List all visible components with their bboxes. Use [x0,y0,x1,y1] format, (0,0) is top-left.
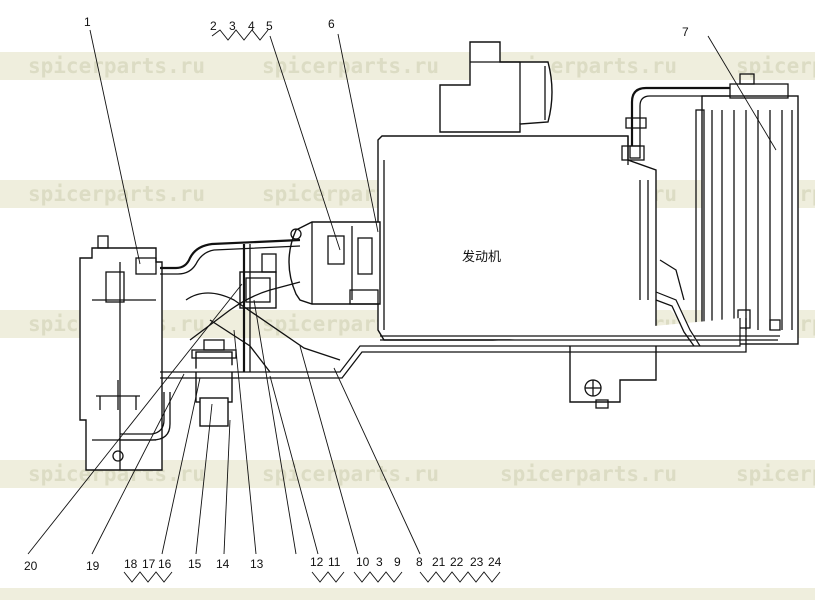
watermark-text: spicerparts.ru [28,182,205,206]
callout-23: 23 [470,555,484,569]
pipe-network [120,238,780,441]
watermark-band [0,52,815,80]
watermark-band [0,588,815,600]
watermark-text: spicerparts.ru [736,462,815,486]
callout-16: 16 [158,557,172,571]
engine-block [377,135,657,409]
watermark-text: spicerparts.ru [262,462,439,486]
callout-24: 24 [488,555,502,569]
callout-18: 18 [124,557,138,571]
callout-17: 17 [142,557,156,571]
callout-3: 3 [229,19,236,33]
callout-20: 20 [24,559,38,573]
callout-10: 10 [356,555,370,569]
callout-9: 9 [394,555,401,569]
callout-3-lower: 3 [376,555,383,569]
callout-5: 5 [266,19,273,33]
watermark-text: spicerparts.ru [500,462,677,486]
watermark-text: spicerparts.ru [28,54,205,78]
radiator-upper-hose [621,86,730,161]
callout-8: 8 [416,555,423,569]
filter-assembly [191,339,237,427]
callout-6: 6 [328,17,335,31]
callout-22: 22 [450,555,464,569]
callout-21: 21 [432,555,446,569]
leader-lines [27,29,777,583]
callout-1: 1 [84,15,91,29]
radiator [695,73,799,345]
engine-label: 发动机 [462,249,501,265]
air-cleaner [439,41,553,133]
callout-12: 12 [310,555,324,569]
transmission-housing [79,235,163,471]
callout-4: 4 [248,19,255,33]
callout-labels: 1 2 3 4 5 6 7 20 19 18 17 16 15 14 13 12… [24,15,689,573]
callout-13: 13 [250,557,264,571]
callout-15: 15 [188,557,202,571]
watermark-text: spicerparts.ru [262,54,439,78]
callout-14: 14 [216,557,230,571]
callout-7: 7 [682,25,689,39]
flywheel-housing [288,221,381,305]
callout-19: 19 [86,559,100,573]
callout-11: 11 [328,555,341,569]
callout-2: 2 [210,19,217,33]
